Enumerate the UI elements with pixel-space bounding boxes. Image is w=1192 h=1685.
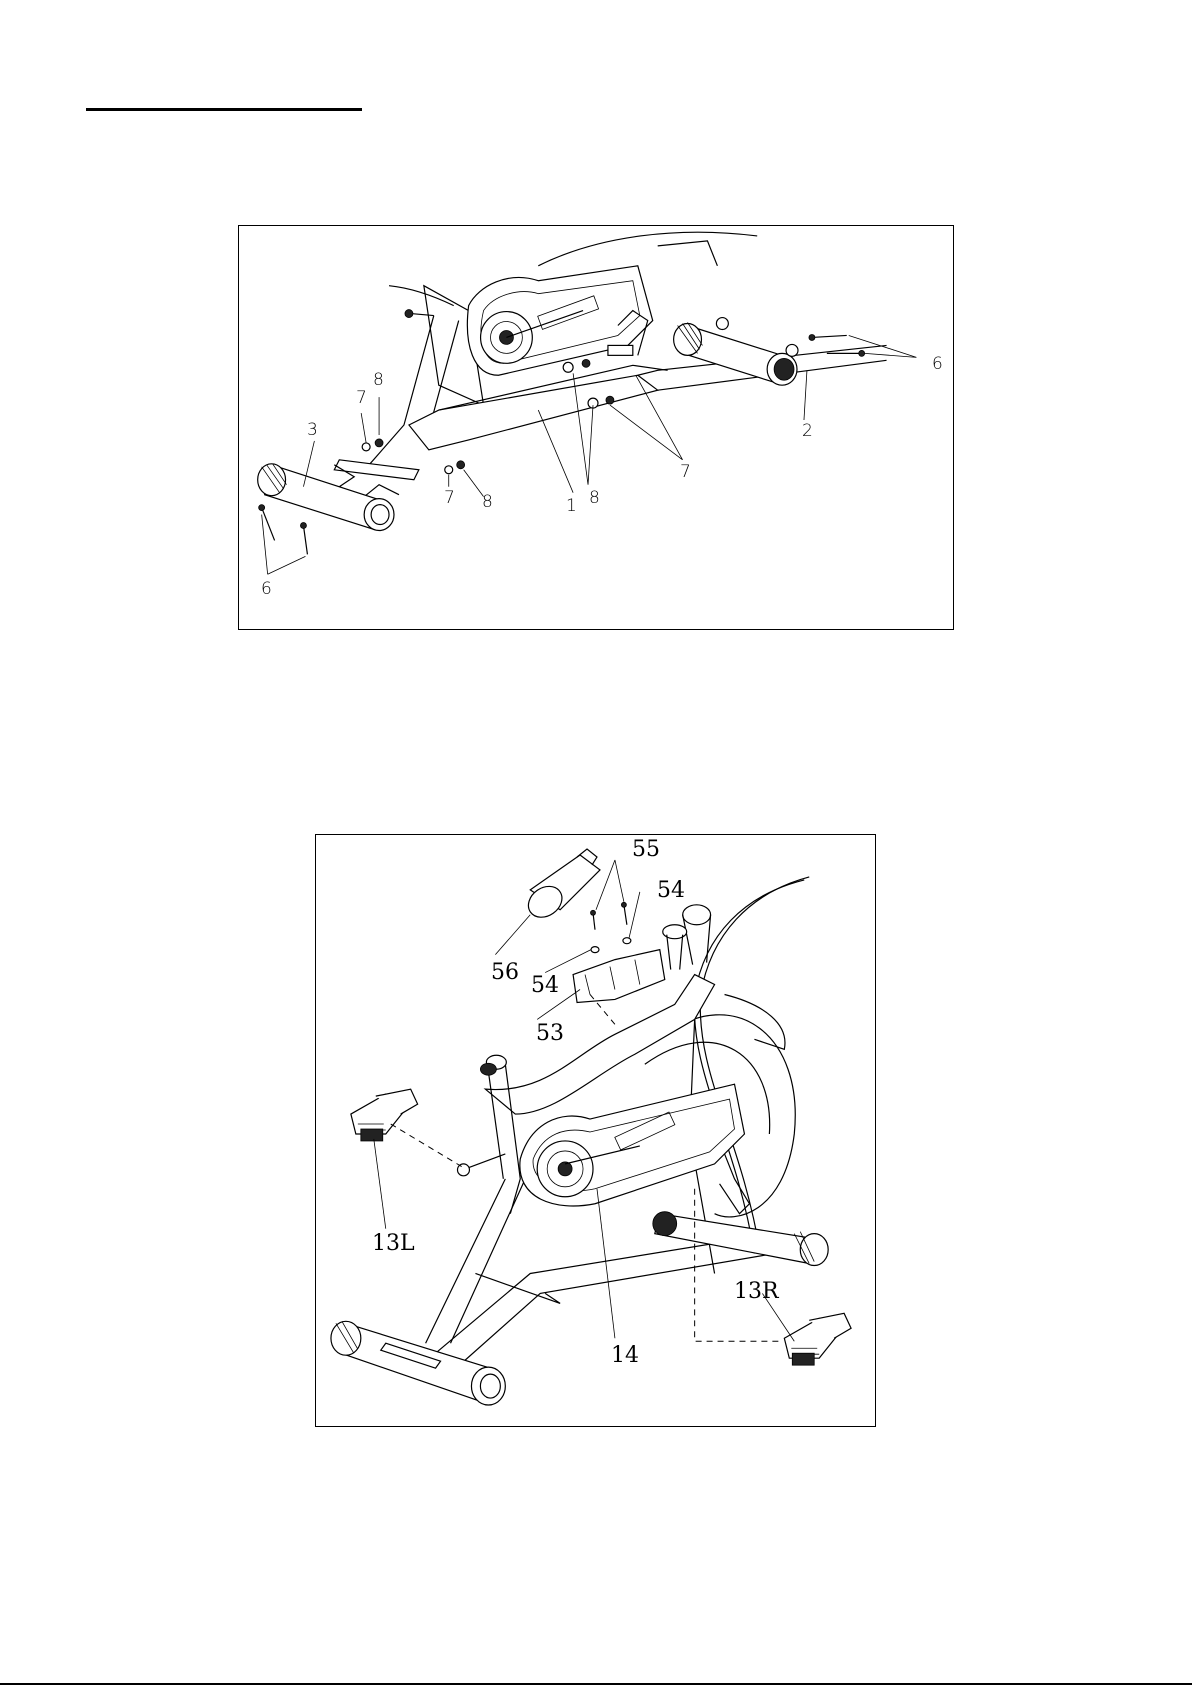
- callout-1: 1: [566, 498, 577, 515]
- assembly-figure-pedals-bottle: 55 54 56 54 53 13L 14 13R: [315, 834, 876, 1427]
- rear-stabilizer-tube: [674, 318, 798, 386]
- callout-56: 56: [491, 962, 519, 984]
- figure1-leader-lines: [262, 335, 917, 574]
- pedal-bottle-assembly-drawing: [316, 835, 875, 1426]
- water-bottle-drawing: [522, 849, 599, 924]
- bottle-cage-drawing: [573, 950, 665, 1003]
- callout-54-top: 54: [657, 880, 685, 902]
- section-heading-underline: [86, 108, 362, 111]
- assembly-figure-stabilizers: 8 7 3 7 8 1 8 7 2 6 6: [238, 225, 954, 630]
- left-pedal-drawing: [351, 1089, 418, 1141]
- right-pedal-drawing: [784, 1313, 851, 1365]
- callout-7-mid: 7: [444, 490, 455, 507]
- front-stabilizer-drawing: [341, 1323, 490, 1403]
- callout-13R: 13R: [734, 1281, 779, 1303]
- stabilizer-assembly-drawing: [239, 226, 953, 629]
- callout-3: 3: [307, 422, 318, 439]
- flywheel-outline: [538, 232, 757, 266]
- callout-13L: 13L: [372, 1233, 415, 1255]
- callout-8-right: 8: [589, 490, 600, 507]
- callout-55: 55: [632, 839, 660, 861]
- callout-6-left: 6: [261, 581, 272, 598]
- callout-54-mid: 54: [531, 975, 559, 997]
- callout-7-left: 7: [356, 390, 367, 407]
- rear-stabilizer-drawing: [655, 1214, 814, 1264]
- callout-53: 53: [536, 1023, 564, 1045]
- callout-6-right: 6: [932, 356, 943, 373]
- callout-14: 14: [611, 1345, 639, 1367]
- callout-8-mid: 8: [482, 494, 493, 511]
- callout-8-top: 8: [373, 372, 384, 389]
- callout-7-right: 7: [680, 464, 691, 481]
- callout-2: 2: [802, 423, 813, 440]
